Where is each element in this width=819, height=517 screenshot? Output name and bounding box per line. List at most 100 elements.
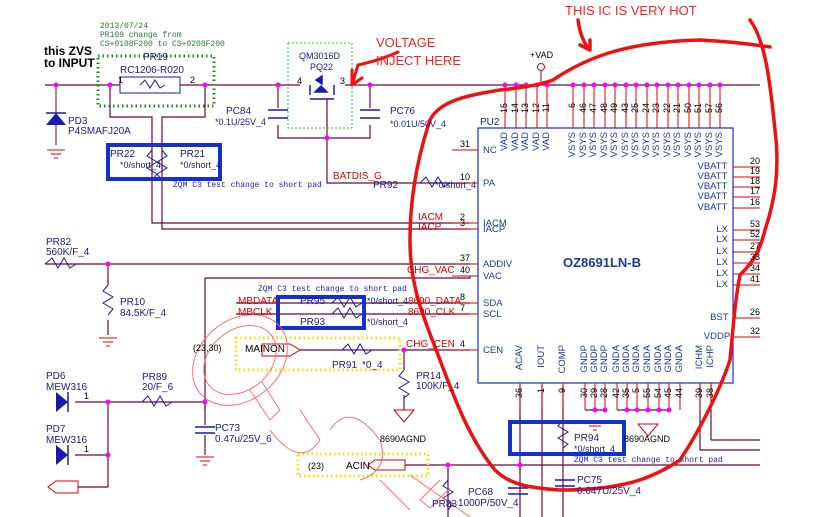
net-mainon[interactable]: MAINON	[245, 344, 285, 355]
ic-right-pin-number: 16	[750, 197, 761, 207]
junction-dot	[644, 82, 650, 88]
acin-highlight-box	[296, 452, 430, 478]
pr89-ref: PR89	[142, 372, 168, 383]
junction-dot	[602, 82, 608, 88]
ic-bottom-pin-label: COMP	[557, 345, 568, 374]
ic-part-number: OZ8691LN-B	[563, 255, 642, 270]
junction-dot	[696, 82, 702, 88]
ic-top-pin-number: 6	[567, 103, 577, 109]
ic-top-pin-number: 57	[704, 103, 714, 114]
ic-left-pin-number: 4	[460, 339, 466, 349]
annotation-inject-here: INJECT HERE	[376, 53, 461, 68]
diodes	[46, 85, 69, 465]
ic-bottom-pin-number: 1	[536, 388, 546, 394]
ic-top-pin-number: 15	[499, 103, 509, 114]
ic-top-pin-number: 23	[651, 103, 661, 114]
ic-top-pin-number: 12	[531, 103, 541, 114]
pd3-value: P4SMAFJ20A	[68, 126, 131, 137]
net-iacm: IACM	[418, 212, 443, 223]
pd6-value: MEW316	[46, 382, 88, 393]
junction-dot	[591, 82, 597, 88]
annotation-voltage: VOLTAGE	[376, 35, 436, 50]
pr19-ref: PR19	[143, 52, 169, 63]
pr22-pr21-highlight-box	[106, 143, 222, 181]
ic-top-pin-number: 25	[630, 103, 640, 114]
ic-bottom-pin-number: 29	[589, 388, 599, 399]
ic-bottom-pin-label: ICHP	[705, 345, 716, 368]
ic-ref: PU2	[480, 117, 500, 128]
net-batdis-g: BATDIS_G	[333, 171, 382, 182]
pq22-value: QM3016D	[299, 51, 341, 61]
pq22-mosfet-symbol	[309, 74, 335, 100]
ic-bottom-pin-label: GNDA	[663, 345, 674, 373]
pr95-pr93-highlight-box	[276, 295, 366, 330]
ic-right-pin-number: 18	[750, 176, 761, 186]
ic-bottom-pin-number: 39	[694, 388, 704, 399]
ic-left-pin-number: 40	[460, 265, 471, 275]
net-8690-data: 8690_DATA	[408, 296, 461, 307]
pr14-value: 100K/F_4	[416, 381, 460, 392]
pr91-ref: PR91	[332, 360, 358, 371]
ic-top-pin-label: VSYS	[567, 132, 578, 158]
ic-bottom-pin-number: 42	[611, 388, 621, 399]
ic-left-pin-number: 2	[460, 212, 466, 222]
ic-right-pin-label: VDDP	[703, 331, 731, 342]
ic-top-pin-label: VSYS	[693, 132, 704, 158]
ic-left-pin-number: 10	[460, 172, 471, 182]
ic-left-pin-label: CEN	[483, 345, 504, 356]
ic-bottom-pin-number: 36	[514, 388, 524, 399]
pc84-value: *0.1U/25V_4	[215, 117, 267, 127]
mainon-highlight-box	[234, 336, 402, 372]
pr14-ref: PR14	[416, 371, 442, 382]
pc75-value: 0.047U/25V_4	[577, 486, 641, 497]
ic-bottom-pin-number: 30	[579, 388, 589, 399]
pd3-ref: PD3	[68, 116, 88, 127]
pc68-value: 1000P/50V_4	[458, 498, 519, 509]
junction-dot	[623, 82, 629, 88]
ic-left-pin-label: SCL	[483, 309, 502, 320]
pc73-ref: PC73	[215, 423, 241, 434]
ic-right-pin-number: 53	[750, 219, 761, 229]
ic-top-pin-label: VSYS	[630, 132, 641, 158]
pr95-ref: PR95	[300, 296, 326, 307]
ic-bottom-pin-number: 45	[663, 388, 673, 399]
pq22-ref: PQ22	[310, 62, 334, 72]
ic-top-pin-number: 22	[662, 103, 672, 114]
ic-top-pin-number: 50	[683, 103, 693, 114]
pc68-ref: PC68	[468, 487, 494, 498]
pc76-value: *0.01U/50V_4	[390, 119, 447, 129]
ic-right-pin-label: LX	[716, 234, 729, 245]
quanta-watermark	[192, 314, 471, 517]
net-acin[interactable]: ACIN	[346, 461, 370, 472]
pd6-pin: 1	[84, 391, 90, 401]
ic-top-pin-label: VSYS	[672, 132, 683, 158]
pr93-value: *0/short_4	[367, 317, 409, 327]
ic-top-pin-label: VSYS	[609, 132, 620, 158]
ic-right-pin-number: 20	[750, 156, 761, 166]
ic-top-pin-label: VSYS	[714, 132, 725, 158]
ic-top-pin-label: VSYS	[588, 132, 599, 158]
ic-pu2-body[interactable]	[477, 127, 734, 384]
ic-bottom-pin-number: 5	[631, 388, 641, 394]
ic-left-pin-label: IACP	[483, 224, 506, 235]
ic-right-pin-number: 41	[750, 274, 761, 284]
ic-right-pin-label: VBATT	[697, 191, 728, 202]
ic-top-pin-number: 21	[672, 103, 682, 114]
pr10-value: 84.5K/F_4	[120, 308, 167, 319]
ic-right-pin-label: VBATT	[697, 181, 728, 192]
ic-bottom-pin-number: 28	[599, 388, 609, 399]
pr10-ref: PR10	[120, 297, 146, 308]
ic-bottom-pin-label: ACAV	[514, 345, 525, 371]
mainon-sheet-ref: (23,30)	[193, 343, 222, 353]
vad-rail-label: +VAD	[530, 50, 554, 60]
pr21-value: *0/short_4	[180, 160, 222, 170]
net-iacp: IACP	[418, 222, 442, 233]
ic-bottom-pin-label: GNDA	[642, 345, 653, 373]
test-note-1: ZQM C3 test change to short pad	[173, 181, 322, 190]
hot-ic-annotation-circle	[408, 18, 779, 492]
acin-sheet-ref: (23)	[308, 461, 325, 471]
test-note-2: ZQM C3 test change to short pad	[258, 285, 407, 294]
ic-right-pin-number: 26	[750, 307, 761, 317]
pd7-value: MEW316	[46, 435, 88, 446]
